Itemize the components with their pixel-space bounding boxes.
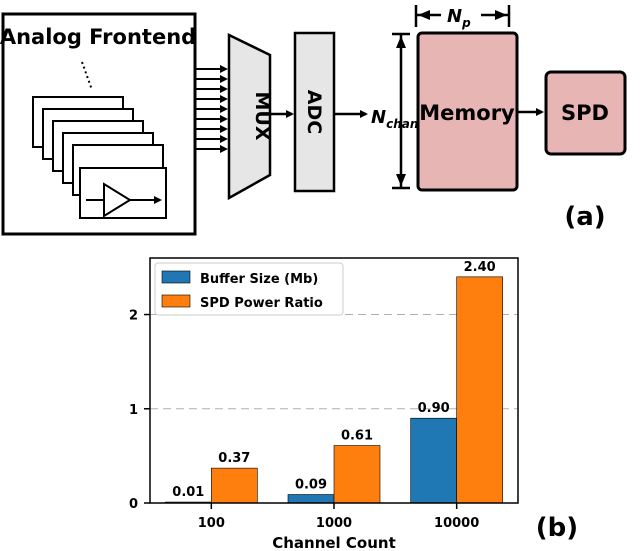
chart-legend: Buffer Size (Mb) SPD Power Ratio bbox=[154, 262, 344, 316]
channel-card-front bbox=[79, 167, 167, 219]
chart-bars: 0.01 0.37 0.09 0.61 0.90 2.40 bbox=[165, 260, 503, 504]
bar-value-label: 0.09 bbox=[295, 478, 327, 493]
panel-a-label: (a) bbox=[564, 202, 605, 232]
adc-block bbox=[293, 31, 336, 193]
bar-spd-power-ratio bbox=[333, 445, 381, 504]
spd-block bbox=[544, 70, 627, 156]
nchan-label: Nchan bbox=[371, 107, 418, 131]
x-tick-label: 10000 bbox=[434, 516, 479, 531]
legend-label: Buffer Size (Mb) bbox=[200, 272, 318, 287]
bar-value-label: 0.37 bbox=[218, 451, 250, 466]
adc-label: ADC bbox=[303, 90, 325, 134]
np-label: Np bbox=[447, 6, 471, 30]
bar-buffer-size bbox=[287, 494, 335, 504]
bar-chart: 0.01 0.37 0.09 0.61 0.90 2.40 0 1 2 100 1000 1000… bbox=[129, 257, 578, 551]
bar-spd-power-ratio bbox=[456, 276, 503, 504]
y-tick-label: 0 bbox=[129, 497, 138, 512]
mux-label: MUX bbox=[251, 92, 273, 141]
y-axis: 0 1 2 bbox=[129, 309, 150, 512]
bar-buffer-size bbox=[410, 417, 457, 504]
analog-frontend-label: Analog Frontend bbox=[0, 25, 196, 49]
bar-spd-power-ratio bbox=[211, 467, 258, 504]
spd-label: SPD bbox=[561, 101, 609, 125]
bar-value-label: 0.01 bbox=[172, 485, 204, 500]
x-axis-label: Channel Count bbox=[272, 534, 396, 551]
legend-swatch bbox=[161, 270, 191, 284]
y-tick-label: 2 bbox=[129, 309, 138, 324]
mux-input-arrows bbox=[195, 65, 228, 153]
bar-value-label: 0.61 bbox=[341, 429, 373, 444]
amplifier-icon bbox=[103, 182, 132, 218]
panel-b-label: (b) bbox=[536, 513, 578, 543]
channel-stack bbox=[32, 96, 167, 219]
bar-value-label: 0.90 bbox=[418, 401, 450, 416]
x-axis: 100 1000 10000 bbox=[198, 503, 479, 531]
legend-box bbox=[154, 262, 344, 316]
diagram-panel: Analog Frontend MUX bbox=[0, 3, 627, 236]
bar-value-label: 2.40 bbox=[464, 260, 496, 275]
memory-label: Memory bbox=[419, 101, 515, 125]
legend-swatch bbox=[161, 294, 191, 308]
mux-block bbox=[227, 32, 272, 201]
legend-label: SPD Power Ratio bbox=[200, 296, 323, 311]
x-tick-label: 1000 bbox=[316, 516, 352, 531]
y-tick-label: 1 bbox=[129, 403, 138, 418]
x-tick-label: 100 bbox=[198, 516, 225, 531]
